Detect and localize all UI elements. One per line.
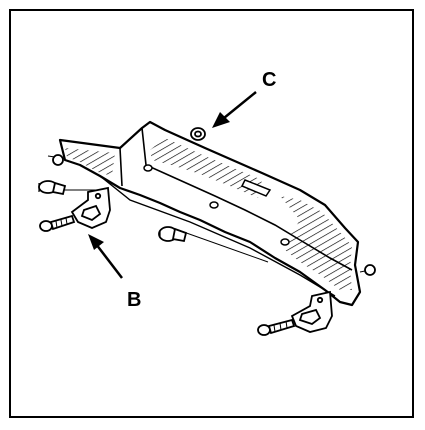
tie-down-loop-right [290, 290, 333, 333]
callout-arrow-c [212, 91, 257, 128]
clip-nut-left [52, 154, 64, 166]
panel-mount-hole-1 [143, 164, 153, 172]
panel-mount-hole-3 [280, 238, 290, 246]
callout-label-b: B [127, 289, 141, 311]
trim-panel-outline [58, 120, 362, 307]
callout-label-c: C [262, 69, 276, 91]
callout-arrow-b [88, 234, 123, 279]
clip-nut-right [364, 264, 376, 276]
ribbed-surface-right [280, 196, 352, 290]
panel-slot [240, 179, 272, 197]
retainer-nut-c [190, 127, 206, 141]
trim-panel [58, 120, 362, 307]
tie-down-loop-left [70, 186, 111, 229]
trim-panel-step-edge [119, 127, 353, 271]
screw-right [257, 318, 296, 336]
push-pin-center [158, 226, 188, 243]
ribbed-surface-center [150, 138, 262, 198]
panel-mount-hole-2 [209, 201, 219, 209]
push-pin-left-upper [38, 180, 67, 196]
ribbed-surface-left [65, 148, 115, 176]
trim-panel-lower-lip [99, 175, 336, 297]
screw-left [39, 214, 76, 232]
